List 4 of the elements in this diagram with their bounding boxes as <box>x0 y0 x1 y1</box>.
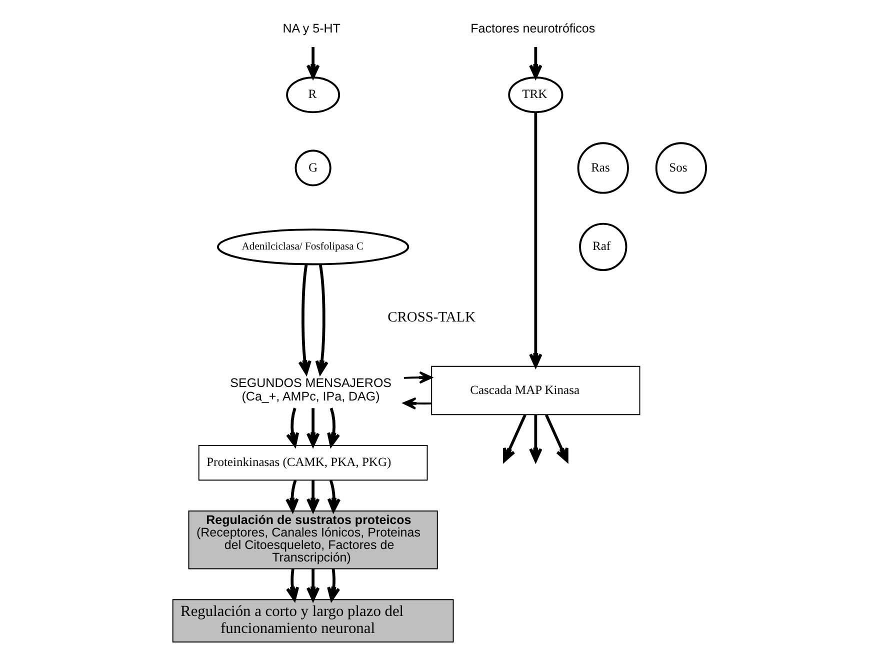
node-text: NA y 5-HT <box>282 22 340 36</box>
node-text: Factores neurotróficos <box>470 22 595 36</box>
label: CROSS-TALK <box>387 310 476 326</box>
node-text: SEGUNDOS MENSAJEROS (Ca_+, AMPc, IPa, DAG) <box>230 376 392 404</box>
